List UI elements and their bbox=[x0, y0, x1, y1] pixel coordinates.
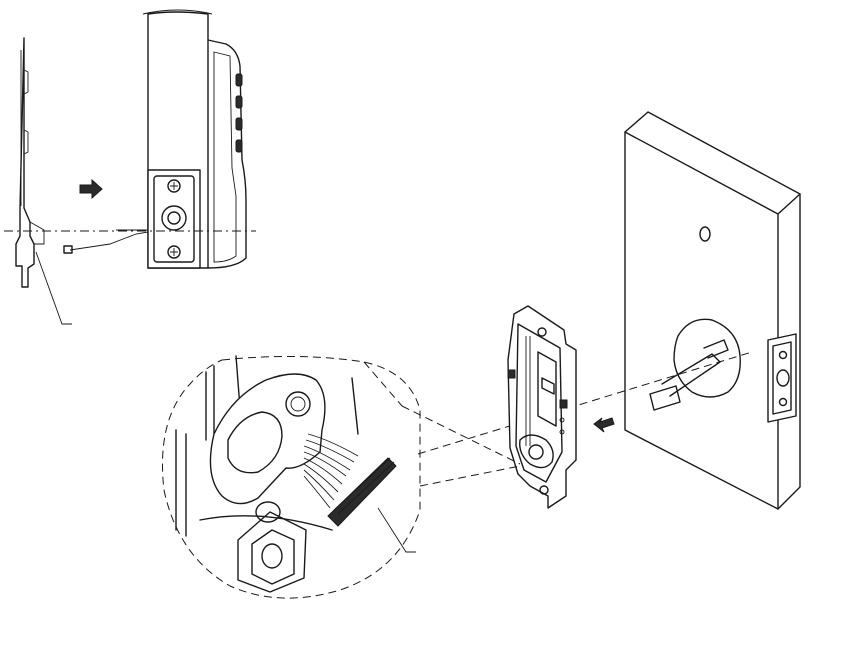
callout-leader-upper bbox=[36, 252, 72, 324]
mounting-plate bbox=[508, 306, 576, 508]
insertion-arrow bbox=[80, 180, 102, 198]
door-escutcheon bbox=[768, 334, 796, 422]
plate-insertion-arrow bbox=[594, 418, 614, 432]
callout-leader-lower bbox=[378, 508, 416, 552]
strike-escutcheon bbox=[148, 170, 200, 268]
connector-cable bbox=[64, 230, 148, 253]
magnified-detail-circle bbox=[162, 356, 520, 598]
side-view-mounting-plate bbox=[16, 38, 44, 287]
door-block bbox=[625, 112, 800, 509]
